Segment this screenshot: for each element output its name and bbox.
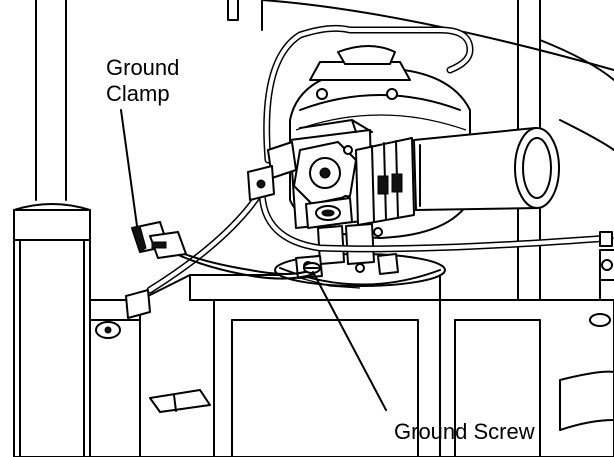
ground-screw-leader [312, 271, 387, 411]
pump-body [289, 45, 560, 279]
ground-clamp-leader [120, 109, 138, 227]
ground-screw-part [303, 262, 321, 274]
ground-screw-label: Ground Screw [394, 419, 535, 444]
ground-wire [169, 247, 315, 280]
ground-clamp-label-line1: Ground [106, 55, 180, 80]
base-housing [89, 249, 614, 457]
frame-structure [13, 0, 614, 457]
air-tubing [125, 24, 614, 319]
ground-clamp-label-line2: Clamp [106, 81, 170, 106]
ground-clamp-part [131, 221, 187, 259]
